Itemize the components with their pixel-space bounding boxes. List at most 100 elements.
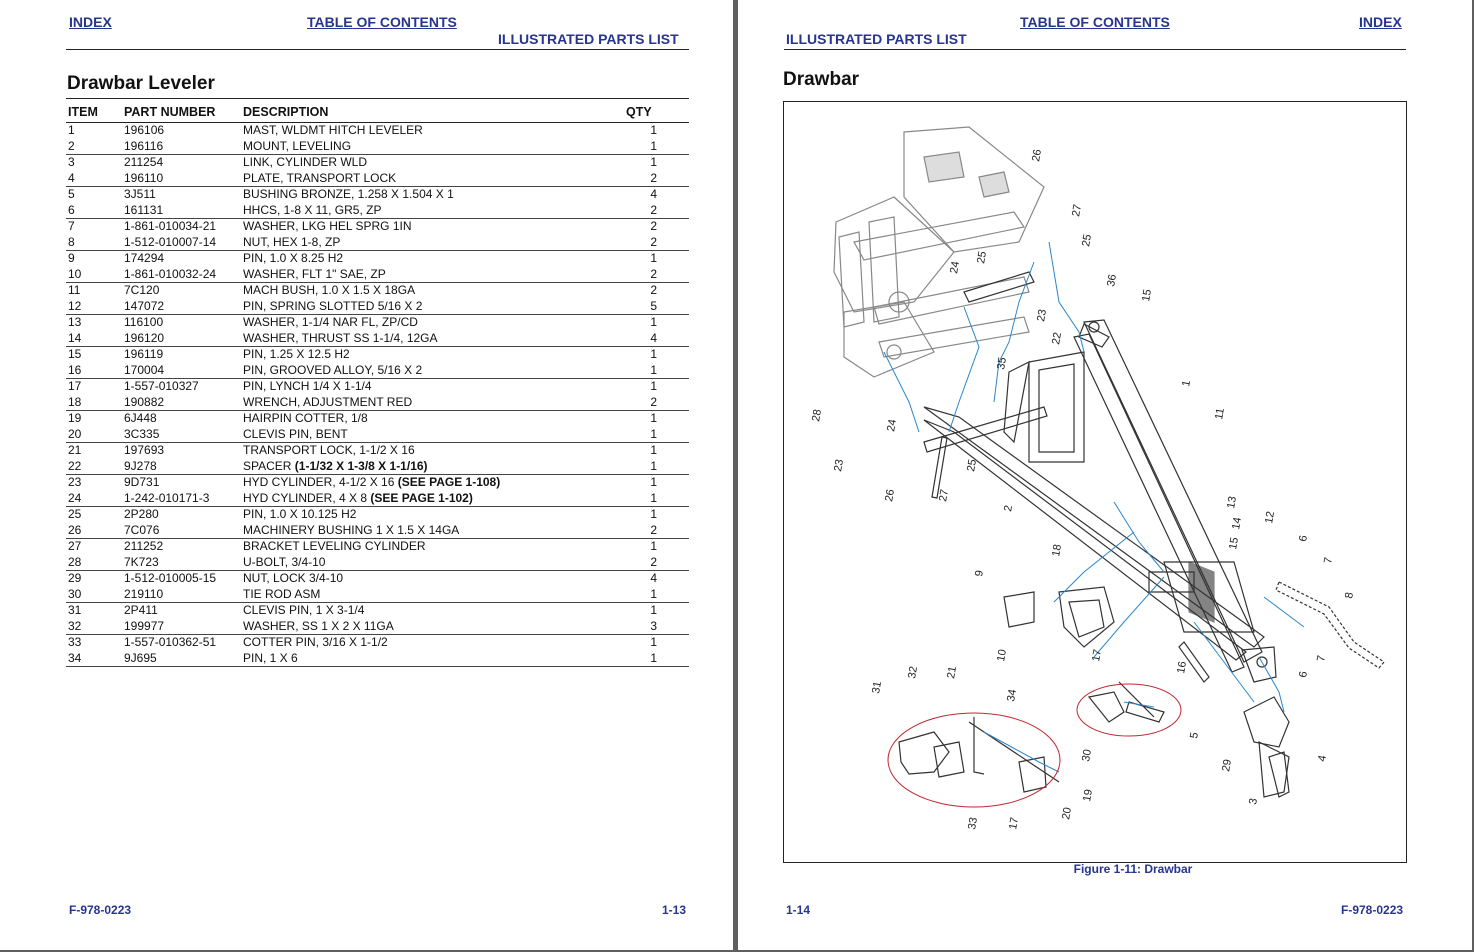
drawbar-frame-drawing xyxy=(923,319,1277,683)
callout-label: 8 xyxy=(1343,591,1356,599)
item-cell: 33 xyxy=(68,635,82,650)
callout-label: 25 xyxy=(1080,233,1094,247)
qty-cell: 2 xyxy=(626,554,689,571)
index-link[interactable]: INDEX xyxy=(69,14,112,30)
part-number-cell: 1-861-010034-21 xyxy=(124,219,217,234)
item-cell: 8 xyxy=(66,234,122,251)
callout-label: 20 xyxy=(1060,806,1074,820)
left-page: INDEX TABLE OF CONTENTS ILLUSTRATED PART… xyxy=(0,0,733,950)
part-number-cell: 196116 xyxy=(122,138,241,155)
cylinder-drawing xyxy=(923,271,1048,499)
callout-label: 9 xyxy=(973,569,986,577)
part-number-cell: 116100 xyxy=(124,315,164,330)
part-number-cell: 174294 xyxy=(124,251,165,266)
callout-label: 25 xyxy=(965,458,979,472)
qty-cell: 2 xyxy=(626,522,689,539)
item-cell: 7 xyxy=(68,219,75,234)
qty-cell: 1 xyxy=(650,251,657,266)
callout-label: 15 xyxy=(1227,536,1241,550)
callout-label: 6 xyxy=(1297,534,1310,542)
header-rule xyxy=(784,49,1406,50)
part-number-cell: 1-512-010007-14 xyxy=(122,234,241,251)
qty-cell: 1 xyxy=(626,362,689,379)
description-cell: CLEVIS PIN, 1 X 3-1/4 xyxy=(243,603,365,618)
callout-label: 27 xyxy=(937,488,951,502)
column-header-item: ITEM xyxy=(66,101,122,123)
description-cell: PIN, 1.0 X 8.25 H2 xyxy=(243,251,344,266)
item-cell: 21 xyxy=(68,443,82,458)
drawbar-illustration: 2627252524361523223511128242325262721312… xyxy=(810,126,1385,831)
part-number-cell: 1-557-010327 xyxy=(124,379,199,394)
qty-cell: 1 xyxy=(650,603,657,618)
item-cell: 32 xyxy=(66,618,122,635)
item-cell: 14 xyxy=(66,330,122,347)
callout-label: 24 xyxy=(948,260,962,274)
callout-label: 7 xyxy=(1315,654,1328,662)
description-cell: SPACER (1-1/32 X 1-3/8 X 1-1/16) xyxy=(241,458,626,475)
page-reference: (SEE PAGE 1-108) xyxy=(397,475,501,490)
bracket-drawing xyxy=(1003,581,1385,798)
description-cell: PIN, 1.25 X 12.5 H2 xyxy=(243,347,350,362)
callout-label: 33 xyxy=(966,816,980,830)
callout-label: 10 xyxy=(995,648,1009,662)
item-cell: 13 xyxy=(68,315,82,330)
qty-cell: 1 xyxy=(650,539,657,554)
page-reference: (1-1/32 X 1-3/8 X 1-1/16) xyxy=(294,458,428,473)
description-cell: WASHER, FLT 1" SAE, ZP xyxy=(241,266,626,283)
description-cell: HYD CYLINDER, 4 X 8 (SEE PAGE 1-102) xyxy=(241,490,626,507)
part-number-cell: 196119 xyxy=(124,347,164,362)
qty-cell: 2 xyxy=(626,394,689,411)
callout-label: 14 xyxy=(1230,516,1244,530)
qty-cell: 1 xyxy=(626,650,689,667)
index-link[interactable]: INDEX xyxy=(1359,14,1402,30)
detail-highlight-rings xyxy=(887,683,1182,808)
part-number-cell: 197693 xyxy=(124,443,165,458)
part-number-cell: 7C120 xyxy=(124,283,160,298)
description-cell: WRENCH, ADJUSTMENT RED xyxy=(241,394,626,411)
item-cell: 5 xyxy=(68,187,75,202)
description-cell: PLATE, TRANSPORT LOCK xyxy=(241,170,626,187)
callout-label: 15 xyxy=(1140,288,1154,302)
item-cell: 22 xyxy=(66,458,122,475)
qty-cell: 2 xyxy=(626,266,689,283)
table-of-contents-link[interactable]: TABLE OF CONTENTS xyxy=(307,14,457,30)
column-header-qty: QTY xyxy=(626,101,689,123)
part-number-cell: 196120 xyxy=(122,330,241,347)
description-cell: TRANSPORT LOCK, 1-1/2 X 16 xyxy=(243,443,415,458)
figure-caption: Figure 1-11: Drawbar xyxy=(1073,862,1193,876)
item-cell: 24 xyxy=(66,490,122,507)
callout-label: 1 xyxy=(1180,379,1193,387)
description-cell: PIN, 1.0 X 10.125 H2 xyxy=(243,507,357,522)
qty-cell: 5 xyxy=(626,298,689,315)
title-rule xyxy=(66,98,689,99)
page-reference: (SEE PAGE 1-102) xyxy=(370,490,473,505)
description-cell: PIN, 1 X 6 xyxy=(241,650,626,667)
description-cell: NUT, HEX 1-8, ZP xyxy=(241,234,626,251)
callout-label: 22 xyxy=(1050,331,1064,345)
item-cell: 15 xyxy=(68,347,82,362)
header-rule xyxy=(66,49,689,50)
callout-label: 5 xyxy=(1188,731,1201,739)
table-of-contents-link[interactable]: TABLE OF CONTENTS xyxy=(1020,14,1170,30)
qty-cell: 1 xyxy=(650,411,657,426)
qty-cell: 1 xyxy=(626,458,689,475)
description-cell: WASHER, SS 1 X 2 X 11GA xyxy=(241,618,626,635)
